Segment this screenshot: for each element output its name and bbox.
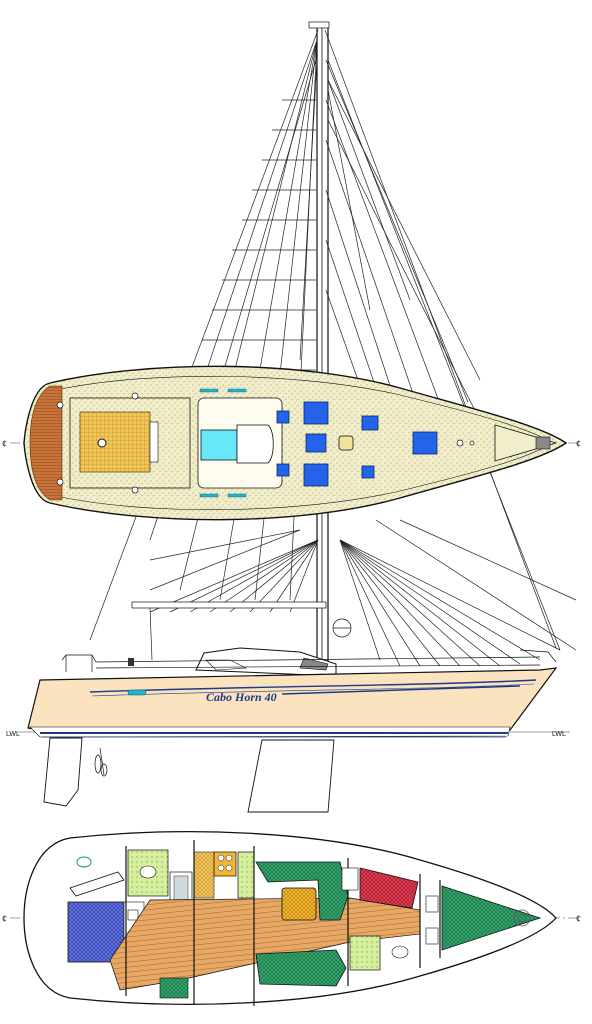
bulkheads (125, 840, 441, 1006)
deck-centerline-label-right: ¢ (576, 439, 581, 450)
profile-view: LWL LWL Cabo Horn 40 (6, 647, 570, 813)
rudder (43, 737, 83, 807)
deck-hull-outline (23, 365, 568, 521)
rig (89, 21, 577, 667)
hatch-1 (276, 410, 290, 424)
waterline-label-right: LWL (552, 731, 566, 738)
waterline-label-left: LWL (6, 731, 20, 738)
hatch-4 (303, 463, 329, 487)
transom-teak (29, 385, 63, 501)
anchor-well (494, 424, 558, 462)
settee-port (255, 861, 349, 921)
boom (131, 601, 327, 609)
mast-step-deck (338, 435, 354, 451)
saloon-table (281, 887, 317, 921)
interior-centerline-label-left: ¢ (2, 914, 7, 925)
mast (316, 23, 329, 665)
companionway-hatch (200, 429, 238, 461)
hatch-2 (276, 463, 290, 477)
backstay (89, 29, 319, 641)
galley-counter (193, 851, 215, 899)
hull-port-window (127, 689, 147, 696)
deck-fittings (56, 392, 475, 494)
hatch-3 (303, 401, 329, 425)
galley-stove (213, 851, 237, 877)
forestay (324, 29, 557, 649)
hatch-6 (361, 415, 379, 431)
cockpit (69, 397, 191, 489)
shrouds (149, 59, 577, 667)
liferaft (69, 871, 125, 897)
hatch-8 (412, 431, 438, 455)
deck-plan: ¢ ¢ (2, 365, 581, 521)
interior-centerline-label-right: ¢ (576, 914, 581, 925)
keel (247, 739, 335, 813)
hatch-5 (305, 433, 327, 453)
hull-topsides (27, 667, 558, 731)
hull-name-label: Cabo Horn 40 (206, 690, 277, 704)
propeller (94, 747, 108, 777)
deck-centerline-label-left: ¢ (2, 439, 7, 450)
sheer-stripe (89, 679, 537, 693)
settee-starboard (255, 949, 347, 987)
forward-cabin-red (359, 867, 419, 909)
vberth (441, 885, 542, 951)
deck-hatches (276, 401, 438, 487)
accommodation-plan: ¢ ¢ (2, 831, 581, 1006)
cockpit-table (79, 411, 151, 473)
lifelines (61, 649, 557, 672)
genoa-outline (325, 59, 469, 415)
forward-head (349, 935, 381, 971)
hatch-7 (361, 465, 375, 479)
